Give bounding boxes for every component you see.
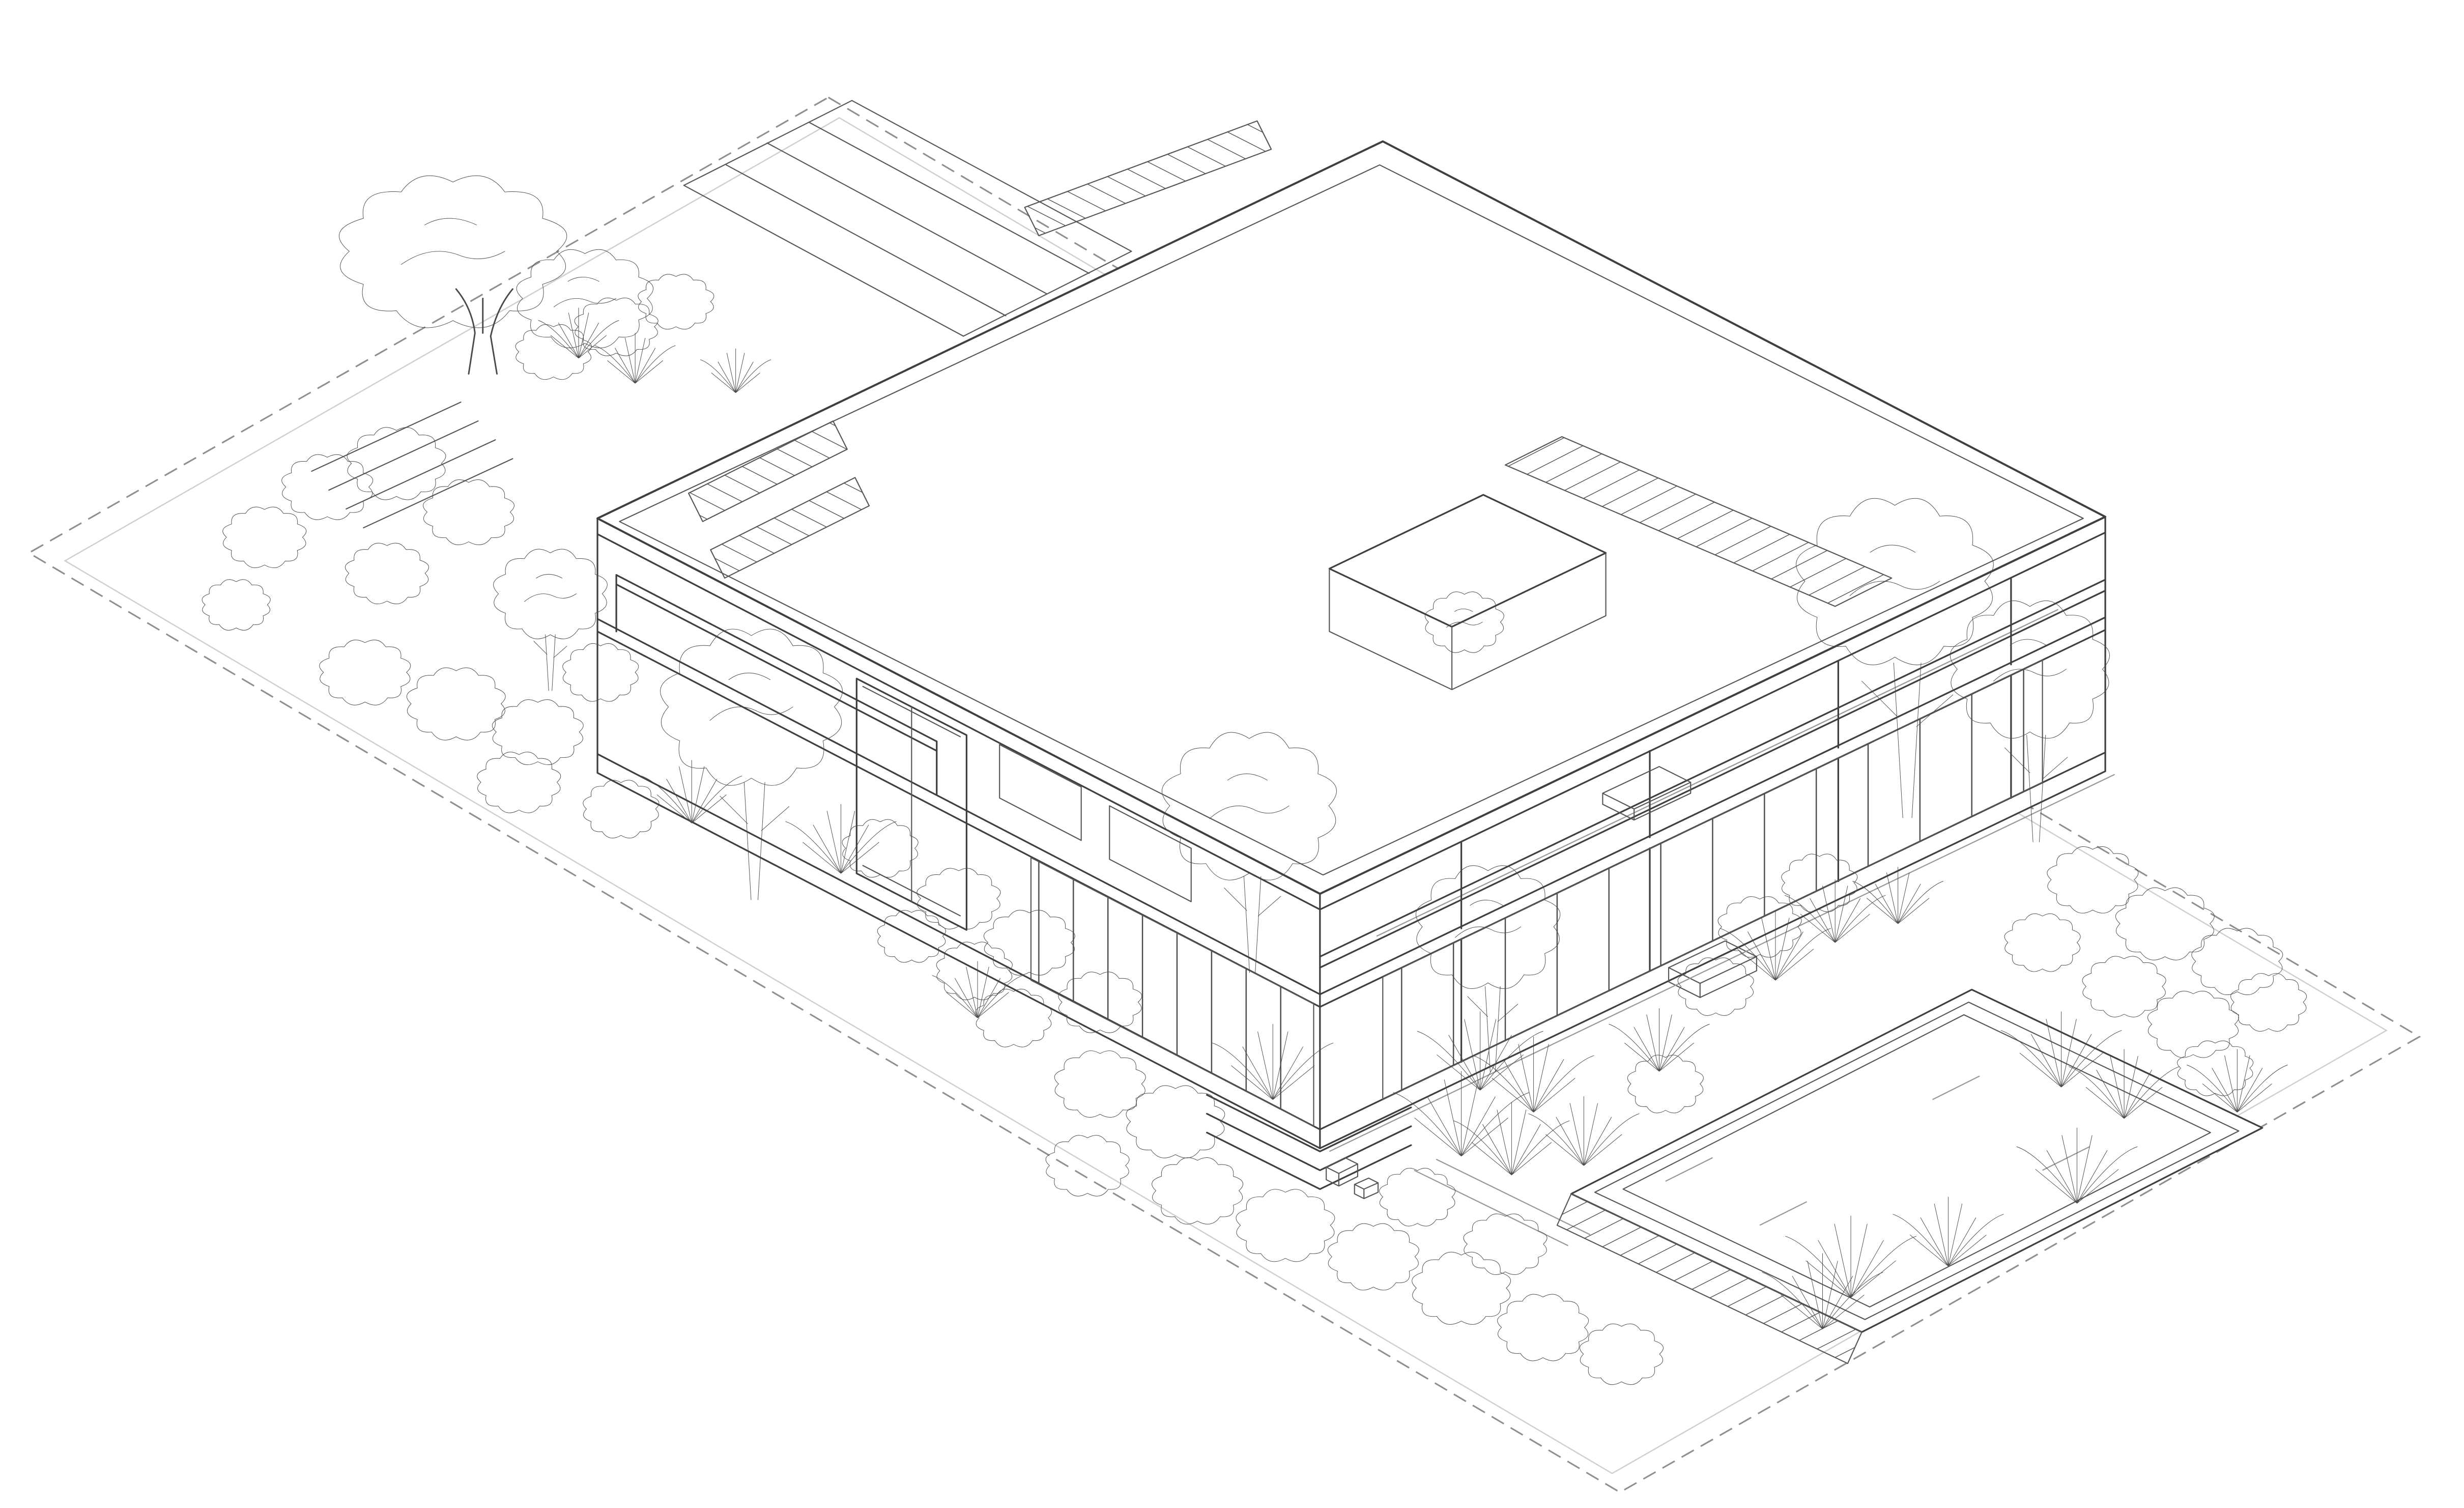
shrub: [638, 274, 714, 330]
void-wall-a: [1329, 568, 1452, 690]
roof-void-courtyard: [1328, 494, 1607, 691]
swimming-pool: [1556, 988, 2264, 1364]
water-ripples: [1665, 1075, 2090, 1226]
roof-joist-strip-west-frame: [688, 420, 848, 522]
shrub: [1579, 1323, 1664, 1385]
shrub: [422, 479, 515, 546]
entry-pergola-strip: [1024, 120, 1272, 237]
garden-steps: [311, 402, 513, 529]
shrub: [347, 426, 446, 500]
pool-steps: [1556, 1193, 1863, 1364]
house: [596, 140, 2115, 1246]
sw-siding-frame: [1030, 857, 1314, 1127]
shrub: [1379, 1168, 1456, 1227]
shrub: [2082, 956, 2166, 1018]
flat-roof: [596, 140, 2107, 911]
facade-southwest: [596, 533, 1321, 1149]
corner-steps: [1206, 1094, 1412, 1190]
shrub: [476, 751, 561, 813]
se-interior-line: [1376, 609, 2058, 937]
shrub: [222, 506, 307, 568]
pool-step-frame: [1556, 1193, 1863, 1364]
shrub: [2176, 1040, 2254, 1096]
grass-tuft: [1528, 1095, 1640, 1166]
pool-step-boards: [1557, 1193, 1862, 1364]
shrub: [2004, 913, 2081, 972]
vegetation: [202, 176, 2307, 1385]
se-glass-mullions: [1383, 660, 2043, 1100]
sw-balcony-parapet: [615, 574, 938, 796]
shrub: [345, 543, 429, 605]
sw-upper-window-1: [999, 744, 1082, 841]
roof-joist-strip-west: [689, 421, 847, 522]
facade-southeast: [1319, 531, 2106, 1149]
roof-joist-band-east-frame: [1504, 436, 1893, 607]
shrub: [1045, 1134, 1130, 1197]
shrub: [319, 639, 411, 706]
sw-tall-window: [855, 677, 968, 931]
pool-waterline: [1622, 1014, 2211, 1308]
shrub: [1497, 1294, 1589, 1361]
shrub: [1054, 1050, 1147, 1118]
grass-tuft: [1608, 1007, 1710, 1072]
shrub: [1627, 1055, 1704, 1114]
void-wall-b: [1452, 553, 1606, 690]
planter-boxes: [1326, 1157, 1379, 1200]
bench-legs: [1668, 956, 1757, 998]
roof-joist-strip-west-2-frame: [710, 477, 870, 579]
terrace-and-steps: [1206, 774, 2115, 1246]
balcony-bench: [1602, 766, 1692, 821]
sw-siding-boards: [1030, 858, 1314, 1126]
sw-tall-window-mullion: [862, 686, 961, 917]
sw-siding: [1030, 857, 1314, 1127]
se-glass-frame: [1382, 659, 2043, 1100]
boardwalk-planks: [683, 100, 1132, 337]
shrub: [2115, 887, 2215, 961]
grass-tuft: [700, 348, 771, 393]
pergola-frame: [1024, 120, 1272, 237]
shrub: [2147, 990, 2240, 1059]
sw-upper-window-2: [1109, 805, 1192, 902]
sw-edges: [596, 533, 1321, 1149]
roof-joist-band-east: [1505, 437, 1892, 607]
trees: [339, 176, 2109, 1072]
roof-parapet-inner-edge: [619, 164, 2084, 876]
roof-plane: [597, 141, 2106, 894]
roof-joist-strip-west-2: [710, 477, 870, 578]
shrub: [492, 699, 584, 765]
roof-fascia: [596, 516, 2106, 911]
se-balcony-railing: [1319, 579, 2106, 969]
pergola-joists: [1024, 121, 1272, 236]
terrace-edge: [1329, 774, 2115, 1152]
shrub: [1463, 1213, 1548, 1275]
shrub: [1235, 1188, 1335, 1262]
timber-boardwalk: [311, 100, 1272, 529]
planter-cube-1: [1326, 1157, 1358, 1187]
sw-tall-window-frame: [855, 677, 968, 931]
shrub: [1411, 1251, 1511, 1325]
shrub: [574, 297, 658, 357]
shrub: [1327, 1223, 1420, 1291]
grass-tuft: [537, 307, 620, 359]
planter-cube-2: [1354, 1177, 1379, 1200]
grass-tuft: [594, 332, 676, 384]
shrub: [2230, 973, 2307, 1032]
bench-legs: [1602, 781, 1692, 821]
shrub: [1151, 1157, 1244, 1225]
tree: [494, 549, 608, 692]
tree-trunk: [455, 288, 513, 375]
tree: [339, 176, 653, 375]
shrub: [202, 579, 271, 631]
garden-path: [1414, 1158, 1591, 1246]
shrub: [406, 667, 506, 741]
se-ground-glazing: [1382, 659, 2043, 1100]
pool-coping: [1594, 1002, 2240, 1320]
void-depth-lines: [1329, 552, 1607, 691]
